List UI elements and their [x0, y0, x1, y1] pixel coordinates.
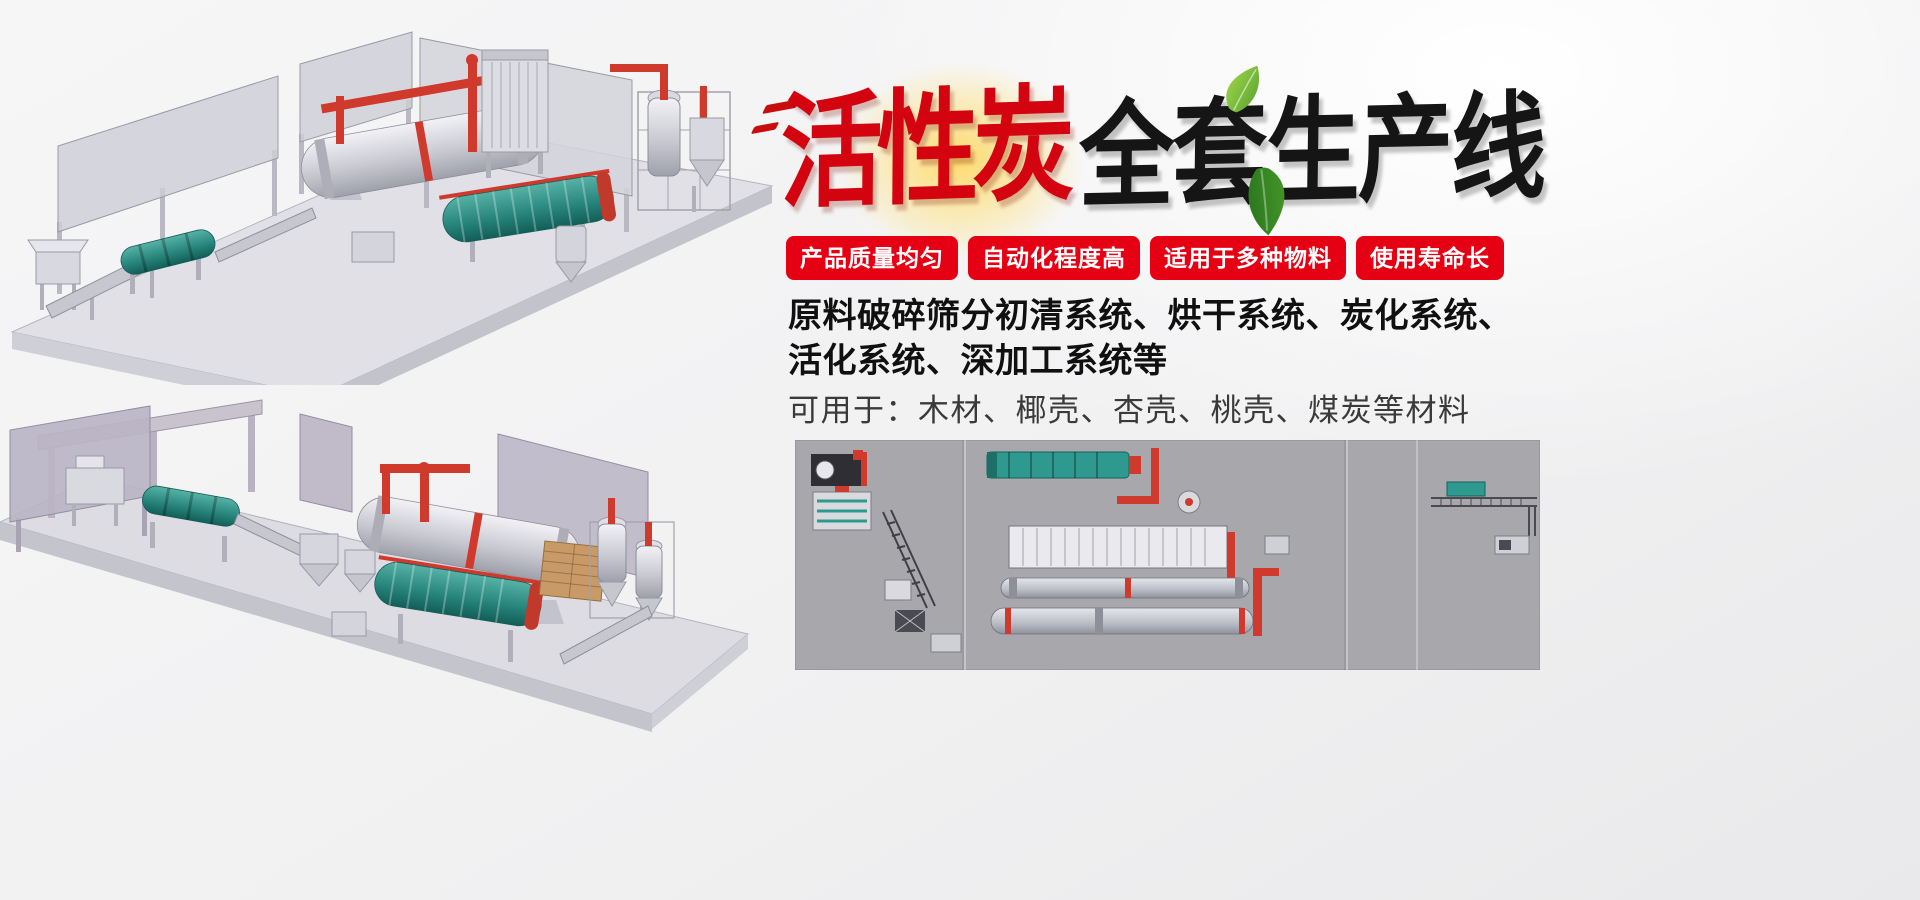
right-elbow-pipes — [1253, 568, 1279, 636]
desc-line-materials: 可用于：木材、椰壳、杏壳、桃壳、煤炭等材料 — [788, 393, 1471, 428]
steel-tanks — [589, 498, 675, 621]
auxiliary-units — [351, 225, 587, 283]
brick-kiln-box — [538, 540, 608, 602]
render-3d-production-line-top — [10, 31, 774, 385]
furnace-tower-cluster — [610, 64, 731, 212]
discharge-conveyor — [559, 605, 653, 665]
small-rotary-drum — [142, 485, 240, 562]
badge-lifespan: 使用寿命长 — [1356, 236, 1504, 280]
description-block: 原料破碎筛分初清系统、烘干系统、炭化系统、 活化系统、深加工系统等 可用于：木材… — [788, 294, 1513, 432]
section-dividers — [962, 440, 1418, 670]
small-rotary-drum — [120, 229, 216, 294]
desc-line-systems-1: 原料破碎筛分初清系统、烘干系统、炭化系统、 — [788, 297, 1513, 335]
activation-furnace-drum — [374, 555, 546, 662]
aux-box — [1264, 535, 1290, 555]
activation-furnace-drum — [438, 168, 616, 262]
long-cylinder-2 — [990, 607, 1254, 635]
ribbed-trough — [1008, 525, 1235, 594]
desc-line-systems-2: 活化系统、深加工系统等 — [788, 342, 1168, 380]
layout-diagram-panel — [795, 440, 1540, 670]
control-box — [331, 611, 367, 637]
hoppers — [298, 533, 377, 593]
title-red-text: 活性炭 — [780, 75, 1070, 224]
render-3d-production-line-bottom — [0, 399, 750, 732]
title-black-text: 全套生产线 — [1078, 83, 1546, 223]
badge-quality: 产品质量均匀 — [786, 236, 958, 280]
leaf-icon — [1248, 167, 1285, 236]
screening-feeder — [65, 455, 125, 526]
crusher-box — [884, 579, 962, 653]
feeder-unit — [812, 486, 872, 531]
red-piping — [320, 54, 510, 152]
feed-hopper — [27, 239, 89, 310]
red-piping — [380, 462, 470, 522]
layout-diagram — [795, 440, 1540, 670]
packing-section — [1431, 481, 1537, 555]
baghouse-filter — [481, 49, 549, 178]
red-pipe-network — [1117, 448, 1201, 514]
leaf-icon — [1226, 65, 1260, 113]
badge-materials: 适用于多种物料 — [1150, 236, 1346, 280]
feature-badges: 产品质量均匀 自动化程度高 适用于多种物料 使用寿命长 — [786, 236, 1504, 280]
long-cylinder-1 — [1000, 577, 1250, 599]
main-title: 活性炭全套生产线 — [750, 65, 1545, 236]
diagonal-conveyor — [882, 509, 936, 609]
badge-automation: 自动化程度高 — [968, 236, 1140, 280]
teal-drum-top — [986, 451, 1141, 479]
fan-unit — [811, 450, 867, 486]
transfer-conveyor — [214, 207, 317, 263]
